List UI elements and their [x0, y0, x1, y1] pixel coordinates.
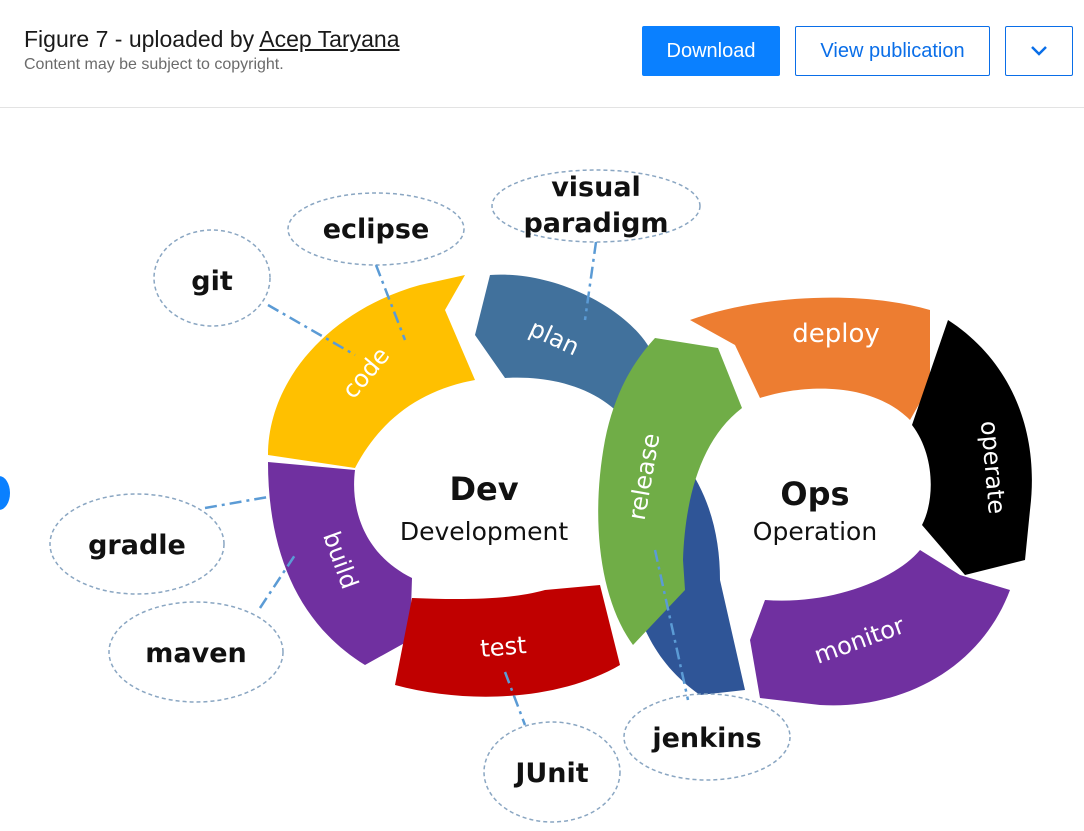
tool-junit: JUnit — [513, 758, 588, 789]
segment-monitor — [750, 550, 1010, 706]
connector-jenkins — [653, 549, 690, 701]
bubble-git — [153, 229, 271, 327]
connector-eclipse — [374, 264, 407, 341]
bubble-visual-paradigm — [491, 169, 701, 243]
download-button[interactable]: Download — [642, 26, 780, 76]
dev-title: Dev — [449, 470, 518, 508]
view-publication-button[interactable]: View publication — [795, 26, 990, 76]
author-link[interactable]: Acep Taryana — [259, 26, 400, 52]
segment-plan — [475, 274, 655, 420]
dev-subtitle: Development — [400, 517, 568, 546]
bubble-gradle — [49, 493, 225, 595]
connector-git — [267, 303, 356, 357]
devops-diagram: Dev Development Ops Operation code plan … — [0, 108, 1084, 826]
segment-operate — [912, 320, 1032, 575]
tool-git: git — [191, 266, 233, 297]
tool-jenkins: jenkins — [651, 723, 761, 754]
tool-visual: visual — [551, 172, 641, 203]
figure-header: Figure 7 - uploaded by Acep Taryana Cont… — [0, 0, 1084, 108]
tool-eclipse: eclipse — [323, 214, 430, 245]
figure-title-prefix: Figure 7 - uploaded by — [24, 26, 260, 52]
connector-lines — [204, 241, 690, 726]
devops-diagram-svg: Dev Development Ops Operation code plan … — [49, 169, 1032, 823]
bubble-maven — [108, 601, 284, 703]
ops-title: Ops — [780, 475, 849, 513]
segment-deploy — [690, 297, 930, 420]
connector-gradle — [204, 495, 269, 510]
ops-subtitle: Operation — [753, 517, 877, 546]
segment-test — [395, 585, 620, 697]
figure-title: Figure 7 - uploaded by Acep Taryana — [24, 26, 400, 53]
connector-maven — [258, 554, 297, 609]
tool-maven: maven — [145, 638, 247, 669]
chevron-down-icon — [1031, 46, 1047, 56]
bubble-jenkins — [623, 693, 791, 781]
label-test: test — [479, 631, 527, 663]
scroll-handle[interactable] — [0, 476, 10, 510]
tool-gradle: gradle — [88, 530, 186, 561]
segment-build — [268, 462, 412, 665]
tool-bubbles — [49, 169, 791, 823]
segment-release — [598, 338, 742, 645]
bubble-junit — [483, 721, 621, 823]
segment-code — [268, 275, 475, 468]
connector-junit — [503, 671, 527, 726]
label-deploy: deploy — [792, 319, 880, 349]
more-options-button[interactable] — [1005, 26, 1073, 76]
copyright-note: Content may be subject to copyright. — [24, 56, 284, 73]
tool-paradigm: paradigm — [523, 208, 668, 239]
